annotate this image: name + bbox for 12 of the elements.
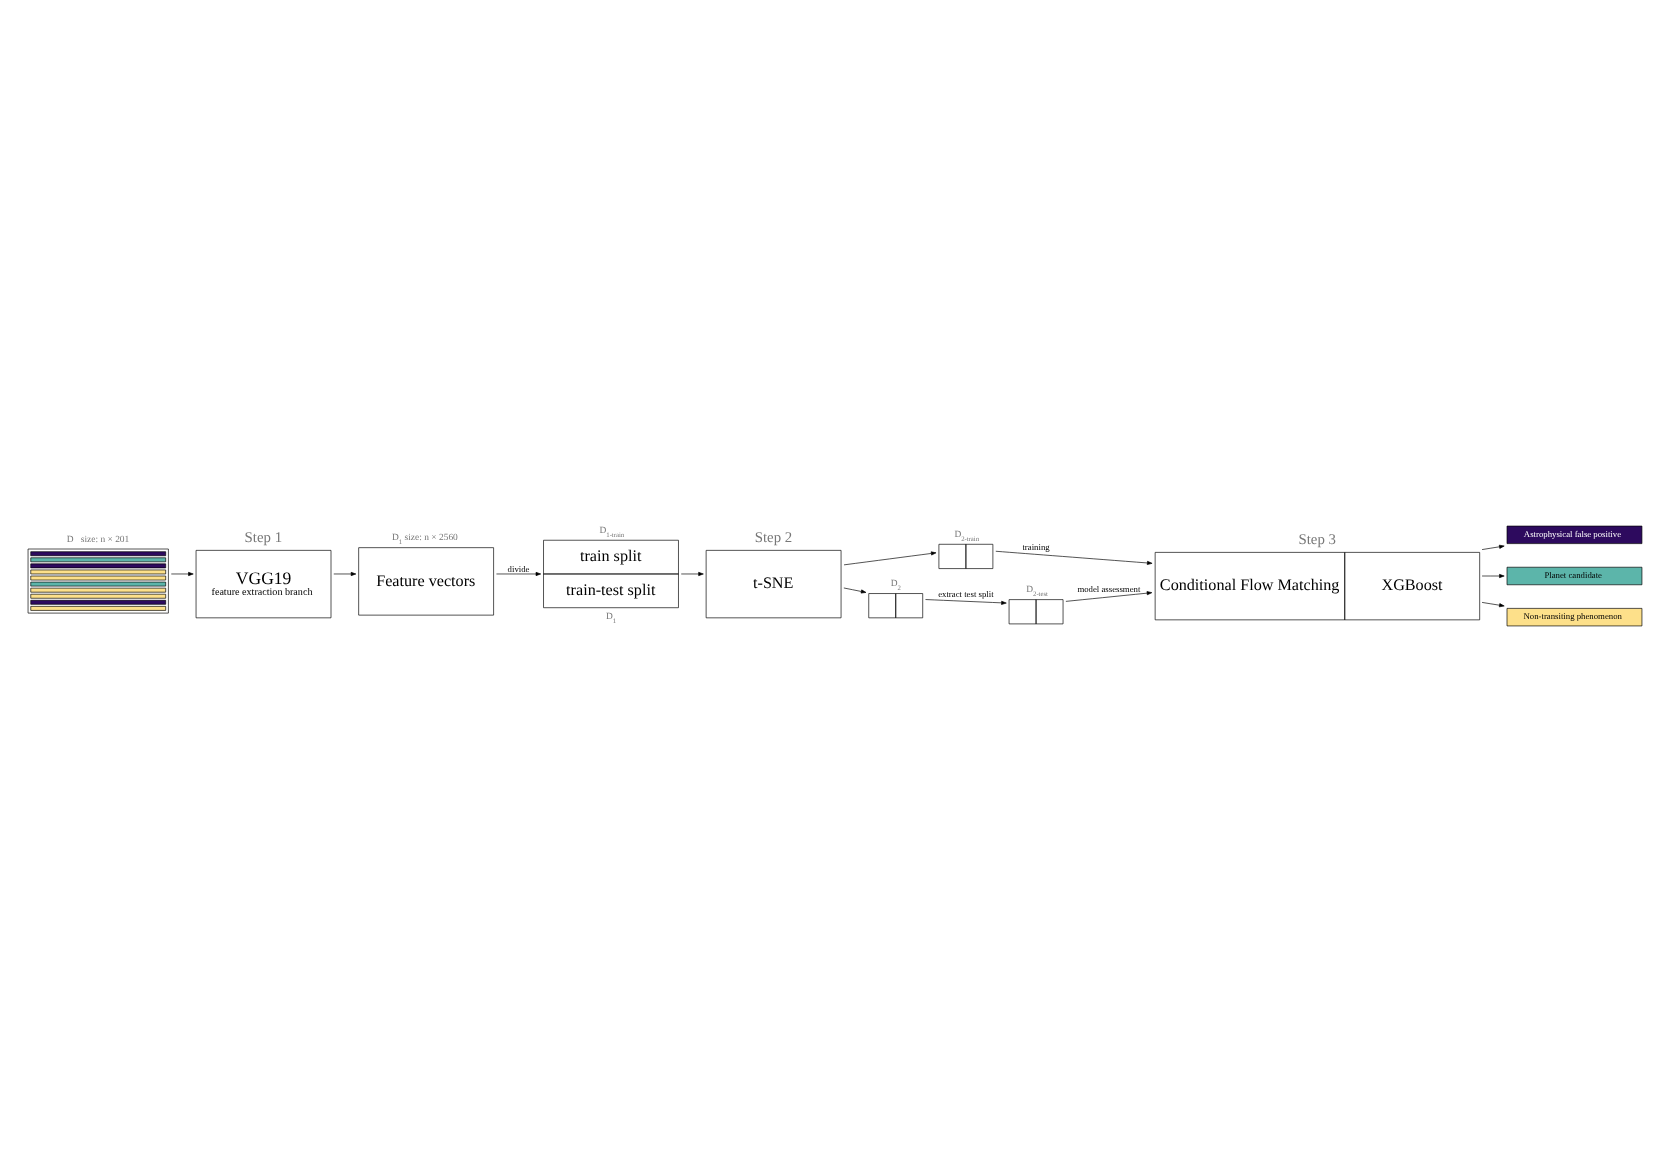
arrow [170,571,194,575]
arrow [1065,590,1153,601]
arrow [680,571,704,575]
arrow [333,571,357,575]
node-box: Feature vectors [358,546,494,615]
arrow [1481,601,1505,607]
arrow [496,571,542,575]
node-box: t-SNE [705,549,842,618]
arrow [843,586,867,593]
arrow [1481,543,1505,549]
arrow [843,550,937,565]
arrow [1481,573,1505,577]
